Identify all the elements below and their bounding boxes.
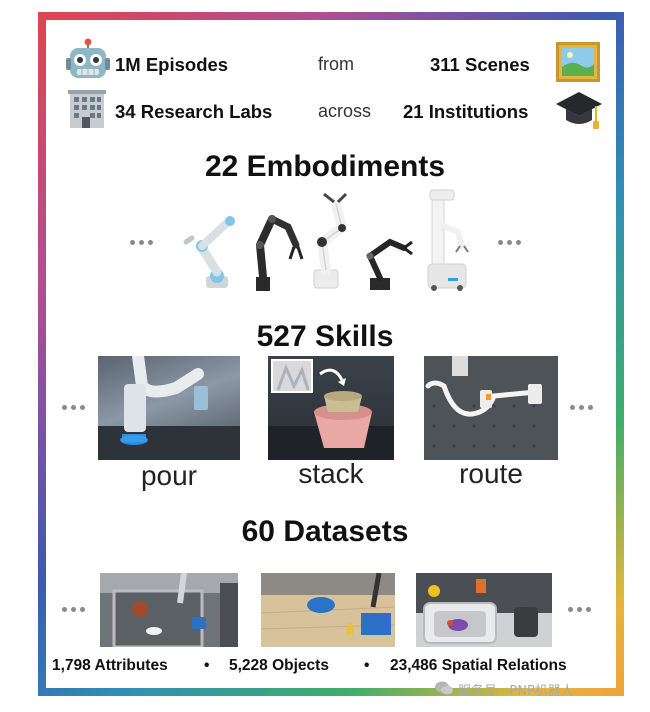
spatial-relations-stat: 23,486 Spatial Relations <box>390 657 567 674</box>
ur-robot-arm-image <box>182 210 247 290</box>
stack-skill-label: stack <box>298 458 364 489</box>
dataset-photo-3 <box>416 573 552 647</box>
footer-separator-2: • <box>364 657 370 674</box>
graduation-cap-icon <box>556 88 602 132</box>
episodes-stat: 1M Episodes <box>115 54 229 75</box>
small-black-robot-arm-image <box>356 228 414 292</box>
attributes-stat: 1,798 Attributes <box>52 657 168 674</box>
embodiments-title: 22 Embodiments <box>204 150 446 183</box>
stack-skill-photo <box>268 356 394 460</box>
skills-left-ellipsis <box>62 405 85 410</box>
pour-skill-photo <box>98 356 240 460</box>
dataset-photo-2 <box>261 573 395 647</box>
robot-icon <box>66 38 110 84</box>
skills-title: 527 Skills <box>256 320 394 353</box>
framed-landscape-icon <box>556 42 600 82</box>
embodiments-left-ellipsis <box>130 240 153 245</box>
datasets-title: 60 Datasets <box>241 515 409 548</box>
watermark-text: 服务号 · PNP机器人 <box>458 684 574 699</box>
datasets-right-ellipsis <box>568 607 591 612</box>
skills-right-ellipsis <box>570 405 593 410</box>
dataset-photo-1 <box>100 573 238 647</box>
across-connector: across <box>318 101 372 121</box>
embodiments-right-ellipsis <box>498 240 521 245</box>
from-connector: from <box>318 54 354 74</box>
route-skill-photo <box>424 356 558 460</box>
research-labs-stat: 34 Research Labs <box>115 101 273 122</box>
office-building-icon <box>66 88 108 130</box>
footer-separator-1: • <box>204 657 210 674</box>
white-robot-arm-image <box>298 190 360 290</box>
institutions-stat: 21 Institutions <box>403 101 529 122</box>
scenes-stat: 311 Scenes <box>430 54 530 75</box>
datasets-left-ellipsis <box>62 607 85 612</box>
route-skill-label: route <box>459 458 523 489</box>
black-robot-arm-image <box>248 205 308 293</box>
pour-skill-label: pour <box>140 460 198 491</box>
wechat-icon <box>434 680 454 696</box>
objects-stat: 5,228 Objects <box>229 657 329 674</box>
mobile-manipulator-robot-image <box>418 186 474 292</box>
